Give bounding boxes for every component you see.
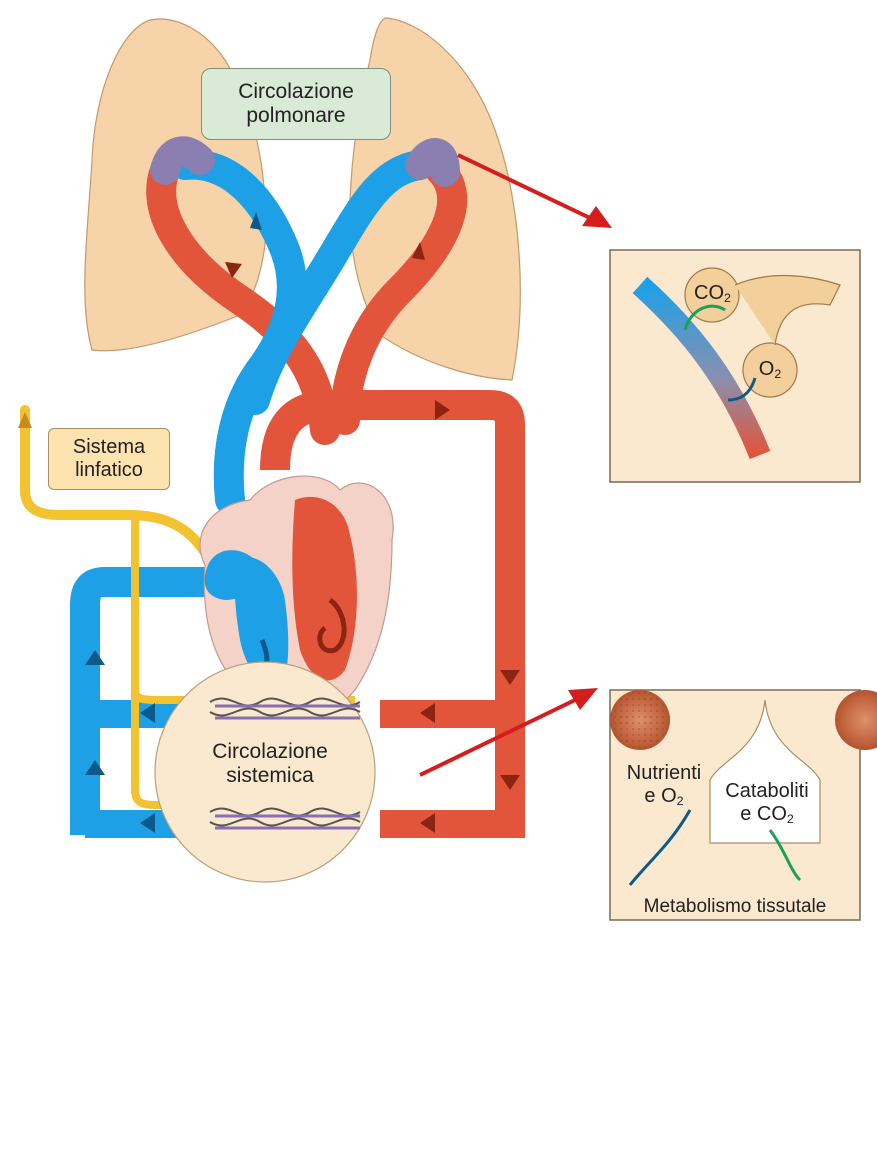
alveolus-panel [610, 250, 860, 482]
label-pulmonary-circulation: Circolazione polmonare [201, 68, 391, 140]
artery-branch-upper [380, 700, 510, 728]
label-o2-alveolus: O2 [752, 358, 788, 381]
label-tissue-metabolism: Metabolismo tissutale [612, 896, 858, 918]
label-co2-alveolus: CO2 [690, 282, 735, 305]
label-nutrients: Nutrienti e O2 [618, 762, 710, 808]
label-systemic-circulation: Circolazione sistemica [195, 740, 345, 788]
label-lymphatic-system: Sistema linfatico [48, 428, 170, 490]
label-catabolites: Cataboliti e CO2 [712, 780, 822, 826]
